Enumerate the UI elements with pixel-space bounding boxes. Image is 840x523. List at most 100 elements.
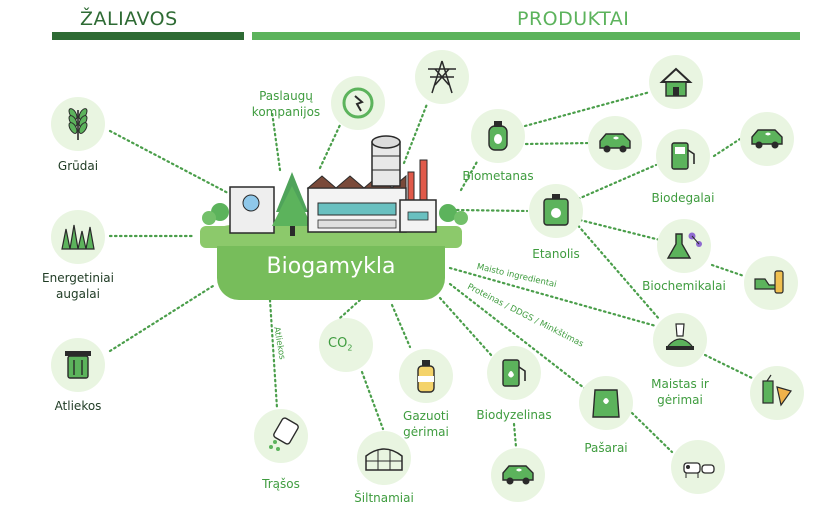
connector-line — [438, 296, 494, 358]
connector-line — [455, 208, 529, 213]
siltnamiai-node-circle — [357, 431, 411, 485]
connector-line — [512, 422, 518, 449]
fuel-pump-icon — [671, 142, 695, 170]
paslaugu-label: Paslaugų kompanijos — [251, 89, 321, 119]
inputs-header: ŽALIAVOS — [80, 8, 178, 30]
biochemikalai-node — [657, 219, 711, 273]
meal-icon — [666, 323, 694, 350]
grudai-label: Grūdai — [57, 159, 99, 173]
connector-line — [576, 163, 658, 201]
paslaugu-node — [331, 76, 385, 130]
drinkpizza-node — [750, 366, 804, 420]
biometanas-label: Biometanas — [462, 169, 534, 183]
car-icon — [502, 465, 534, 485]
connector-line — [573, 220, 662, 322]
car-icon — [751, 129, 783, 149]
siltnamiai-node — [357, 431, 411, 485]
gazuoti-label: Gazuoti gėrimai — [403, 409, 449, 439]
connector-line — [270, 110, 282, 172]
connector-line — [448, 266, 658, 328]
inputs-header-bar — [52, 32, 244, 40]
drinkpizza-node-circle — [750, 366, 804, 420]
shoe-node — [744, 256, 798, 310]
grudai-node — [51, 97, 105, 151]
car3-node — [491, 448, 545, 502]
pasarai-node — [579, 376, 633, 430]
connector-line — [390, 303, 412, 349]
house-icon — [659, 67, 693, 97]
maistas-node — [653, 313, 707, 367]
connector-line — [578, 218, 662, 242]
house-node — [649, 55, 703, 109]
connector-line — [338, 298, 362, 320]
grass-icon — [61, 224, 95, 250]
connector-line — [318, 123, 342, 170]
connector-line — [402, 102, 429, 165]
diesel-pump-icon — [502, 359, 526, 387]
energetiniai-label: Energetiniai augalai — [42, 271, 114, 301]
biodegalai-node — [656, 129, 710, 183]
fertilizer-icon — [269, 417, 299, 451]
shoe-bottle-icon — [754, 270, 784, 294]
car-icon — [599, 133, 631, 153]
co2-node — [319, 318, 373, 372]
connector-line — [268, 298, 279, 410]
etanolis-node — [529, 184, 583, 238]
biogas-plant-label: Biogamykla — [266, 254, 396, 279]
connector-line — [448, 282, 590, 393]
connector-line — [523, 90, 652, 128]
pasarai-label: Pašarai — [584, 441, 628, 455]
animals-node — [671, 440, 725, 494]
power-tower-icon — [428, 60, 456, 94]
car2-node — [740, 112, 794, 166]
flask-molecule-icon — [666, 232, 702, 259]
greenhouse-icon — [365, 448, 403, 471]
siltnamiai-label: Šiltnamiai — [354, 491, 414, 505]
wheat-icon — [68, 108, 88, 140]
soda-bottle-icon — [417, 360, 435, 393]
products-header-bar — [252, 32, 800, 40]
connector-line — [712, 137, 742, 158]
connections — [108, 90, 754, 454]
drink-pizza-icon — [762, 374, 792, 407]
co2-label: CO2 — [328, 336, 353, 353]
gas-cylinder-icon — [488, 121, 508, 151]
connector-line — [108, 129, 230, 195]
connector-line — [459, 158, 480, 192]
connector-line — [360, 370, 385, 431]
etanolis-label: Etanolis — [532, 247, 580, 261]
nodes — [51, 50, 804, 502]
connector-line — [108, 284, 215, 353]
connector-line — [630, 411, 674, 454]
biometanas-node — [471, 109, 525, 163]
car1-node — [588, 116, 642, 170]
tower-node — [415, 50, 469, 104]
biogas-plant-block — [217, 246, 445, 300]
power-plug-icon — [342, 87, 374, 119]
biochemikalai-node-circle — [657, 219, 711, 273]
feed-bag-icon — [592, 389, 620, 418]
energetiniai-node — [51, 210, 105, 264]
trash-can-icon — [65, 351, 91, 379]
atliekos-node — [51, 338, 105, 392]
biogas-plant-illustration — [200, 135, 468, 248]
farm-animals-icon — [683, 462, 715, 478]
biodyzelinas-node — [487, 346, 541, 400]
shoe-node-circle — [744, 256, 798, 310]
connector-line — [710, 263, 746, 278]
biodyzelinas-label: Biodyzelinas — [476, 408, 552, 422]
trasos-label: Trąšos — [262, 477, 300, 491]
products-header: PRODUKTAI — [517, 8, 630, 30]
trasos-node — [254, 409, 308, 463]
gazuoti-node — [399, 349, 453, 403]
biochemikalai-label: Biochemikalai — [642, 279, 726, 293]
energetiniai-node-circle — [51, 210, 105, 264]
connector-line — [703, 353, 754, 380]
biodegalai-label: Biodegalai — [651, 191, 715, 205]
canister-icon — [543, 194, 569, 226]
maistas-label: Maistas ir gėrimai — [651, 377, 709, 407]
co2-node-circle — [319, 318, 373, 372]
atliekos-label: Atliekos — [54, 399, 102, 413]
connector-line — [524, 141, 592, 146]
